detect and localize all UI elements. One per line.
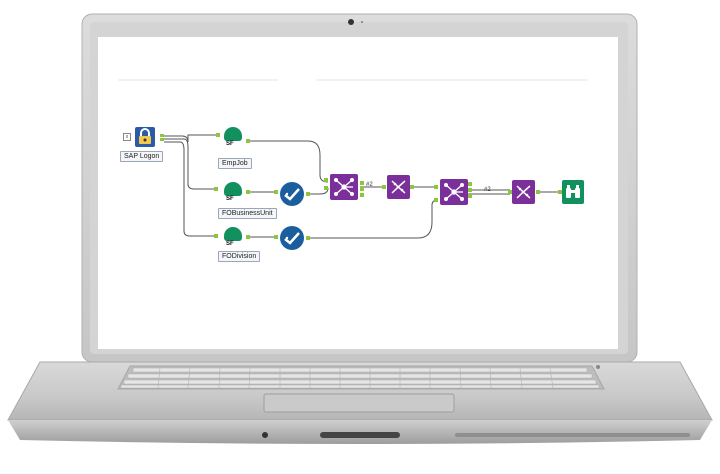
workflow-connections <box>118 79 588 240</box>
anchor-markers <box>160 133 562 240</box>
join-tool-1[interactable] <box>330 174 358 200</box>
sap-logon-label: SAP Logon <box>120 151 164 162</box>
connection-label-1: #2 <box>366 182 373 188</box>
successfactors-input-icon <box>224 127 242 141</box>
workflow-canvas[interactable]: x SAP Logon SF EmpJob SF FOBusinessUnit … <box>98 37 618 349</box>
sort-icon <box>516 185 531 199</box>
connection-label-2: #2 <box>484 187 491 193</box>
select-tool-2[interactable] <box>280 226 304 250</box>
fodivision-label: FODivision <box>218 251 261 262</box>
fobusinessunit-label: FOBusinessUnit <box>218 208 277 219</box>
select-check-icon <box>284 188 300 201</box>
fodivision-input-tool[interactable]: SF <box>222 227 246 251</box>
sort-tool-1[interactable] <box>387 175 410 199</box>
trackpad <box>263 393 455 413</box>
binoculars-icon <box>566 185 580 198</box>
select-tool-1[interactable] <box>280 182 304 206</box>
sort-tool-2[interactable] <box>512 180 535 204</box>
sf-badge: SF <box>226 241 234 247</box>
sf-badge: SF <box>226 196 234 202</box>
sf-badge: SF <box>226 141 234 147</box>
lock-icon <box>135 127 155 147</box>
sap-logon-tool[interactable]: x <box>123 127 165 149</box>
browse-tool[interactable] <box>562 180 584 204</box>
successfactors-input-icon <box>224 182 242 196</box>
join-icon <box>334 178 354 196</box>
drive-slot <box>320 432 400 438</box>
empjob-input-tool[interactable]: SF <box>222 127 246 151</box>
join-tool-2[interactable] <box>440 179 468 205</box>
empjob-label: EmpJob <box>218 158 252 169</box>
successfactors-input-icon <box>224 227 242 241</box>
webcam-icon <box>348 19 354 25</box>
sort-icon <box>391 180 406 194</box>
anchor-x-icon: x <box>123 133 131 141</box>
join-icon <box>444 183 464 201</box>
fobusinessunit-input-tool[interactable]: SF <box>222 182 246 206</box>
select-check-icon <box>284 232 300 245</box>
